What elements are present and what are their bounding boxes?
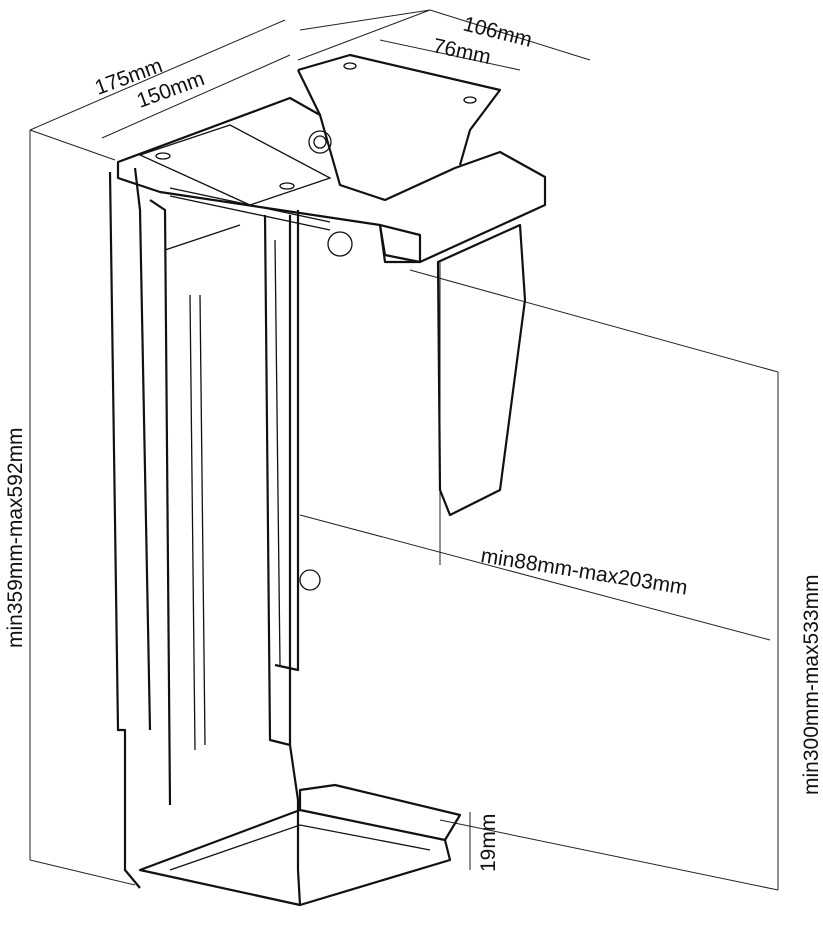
adjustment-knob-icon — [327, 231, 353, 257]
dimension-lines — [29, 9, 779, 891]
knob-icon — [299, 569, 321, 591]
side-bracket-plate — [436, 223, 527, 517]
vertical-arm — [108, 167, 321, 906]
top-mounting-plate — [116, 53, 547, 264]
bottom-tray — [138, 783, 462, 907]
label-total-height: min359mm-max592mm — [4, 427, 27, 648]
label-width-range: min88mm-max203mm — [479, 544, 689, 599]
label-lip-height: 19mm — [477, 814, 500, 872]
label-inner-height: min300mm-max533mm — [800, 574, 823, 795]
